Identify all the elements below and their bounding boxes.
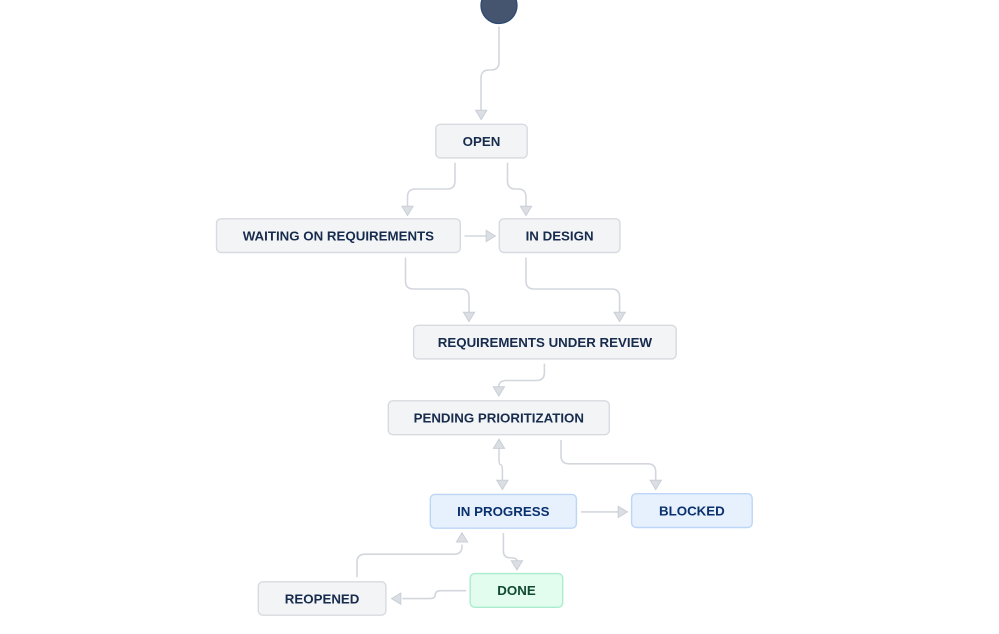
svg-text:PENDING PRIORITIZATION: PENDING PRIORITIZATION: [414, 410, 584, 425]
svg-text:OPEN: OPEN: [463, 134, 501, 149]
svg-text:REOPENED: REOPENED: [285, 591, 360, 606]
svg-text:IN DESIGN: IN DESIGN: [526, 228, 594, 243]
svg-text:DONE: DONE: [497, 583, 536, 598]
svg-text:BLOCKED: BLOCKED: [659, 503, 725, 518]
svg-text:WAITING ON REQUIREMENTS: WAITING ON REQUIREMENTS: [243, 228, 434, 243]
svg-text:REQUIREMENTS UNDER REVIEW: REQUIREMENTS UNDER REVIEW: [438, 335, 653, 350]
svg-text:IN PROGRESS: IN PROGRESS: [457, 504, 549, 519]
